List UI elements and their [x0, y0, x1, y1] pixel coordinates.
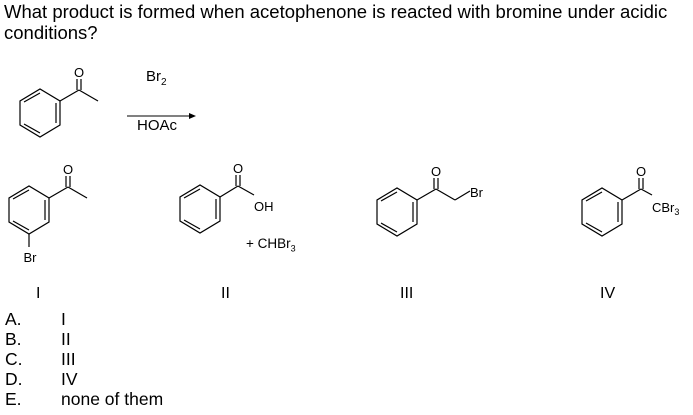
choice-letter: E. — [5, 389, 22, 409]
choice-letter: A. — [5, 309, 22, 329]
structure-1: O Br — [8, 162, 88, 265]
choice-d[interactable]: D. IV — [5, 369, 163, 389]
reagent-br2: Br2 — [146, 68, 167, 88]
question-text: What product is formed when acetophenone… — [4, 1, 668, 43]
oxygen-label: O — [63, 162, 73, 177]
choice-answer: I — [61, 309, 66, 329]
structure-3: O Br — [376, 164, 484, 237]
byproduct-chbr3: + CHBr3 — [246, 236, 296, 254]
hydroxyl-label: OH — [254, 199, 274, 214]
numeral-3: III — [400, 285, 414, 302]
bromine-label: Br — [470, 185, 484, 200]
choice-answer: II — [61, 329, 71, 349]
structure-2: O OH — [179, 161, 274, 234]
choice-answer: IV — [61, 369, 78, 389]
reagent-hoac: HOAc — [137, 117, 178, 134]
benzene-ring — [376, 187, 418, 237]
oxygen-label: O — [431, 164, 441, 179]
tribromomethyl-label: CBr3 — [652, 200, 679, 217]
choice-b[interactable]: B. II — [5, 329, 163, 349]
structure-4: O CBr3 — [581, 164, 679, 237]
numeral-2: II — [221, 285, 230, 302]
choice-letter: B. — [5, 329, 22, 349]
choice-letter: D. — [5, 369, 23, 389]
reactant-acetophenone: O — [19, 65, 99, 138]
benzene-ring — [581, 187, 623, 237]
choice-a[interactable]: A. I — [5, 309, 163, 329]
choice-letter: C. — [5, 349, 23, 369]
numeral-1: I — [36, 285, 41, 302]
choice-answer: none of them — [61, 389, 164, 409]
benzene-ring — [8, 185, 50, 235]
choice-answer: III — [61, 349, 76, 369]
numeral-4: IV — [600, 285, 616, 302]
answer-choices: A. I B. II C. III D. IV E. none of them — [5, 309, 163, 409]
oxygen-label: O — [636, 164, 646, 179]
oxygen-label: O — [233, 161, 243, 176]
benzene-ring — [19, 88, 61, 138]
choice-c[interactable]: C. III — [5, 349, 163, 369]
reaction-arrow — [127, 113, 196, 119]
bromine-label: Br — [24, 250, 38, 265]
oxygen-label: O — [74, 65, 84, 80]
benzene-ring — [179, 184, 221, 234]
choice-e[interactable]: E. none of them — [5, 389, 163, 409]
